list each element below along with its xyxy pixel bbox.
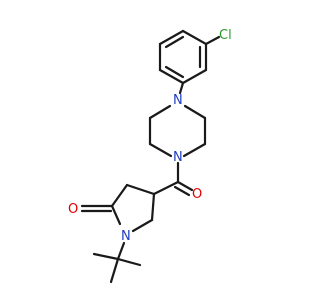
amide-oxygen-label: O — [192, 187, 202, 202]
bond — [183, 104, 207, 120]
bond — [109, 257, 120, 284]
molecule-structure: Cl N N O O N — [68, 28, 232, 284]
bond — [178, 81, 185, 95]
atom-labels: Cl N N O O N — [68, 28, 232, 244]
bond-double-inner — [164, 65, 185, 79]
bond — [158, 29, 185, 46]
chlorine-label: Cl — [219, 28, 232, 43]
bond — [176, 180, 194, 192]
piperazine-nitrogen-top-label: N — [173, 93, 183, 108]
bond — [181, 68, 208, 85]
bond — [110, 204, 122, 226]
bond — [150, 192, 156, 222]
bond-double — [173, 185, 191, 197]
bond — [182, 142, 207, 158]
bond — [158, 68, 185, 85]
bond — [152, 180, 180, 196]
bond-lines — [80, 29, 221, 284]
bond — [125, 183, 156, 196]
bond — [110, 183, 129, 208]
bond-double-inner — [164, 35, 185, 49]
lactam-nitrogen-label: N — [121, 229, 131, 244]
bond — [148, 142, 173, 158]
lactam-oxygen-label: O — [68, 202, 78, 217]
bond — [148, 104, 172, 120]
bond — [92, 252, 120, 261]
bond — [131, 218, 154, 233]
bond — [204, 35, 221, 46]
bond — [116, 241, 126, 261]
piperazine-nitrogen-bottom-label: N — [173, 150, 183, 165]
bond — [181, 29, 208, 46]
bond — [116, 257, 142, 267]
